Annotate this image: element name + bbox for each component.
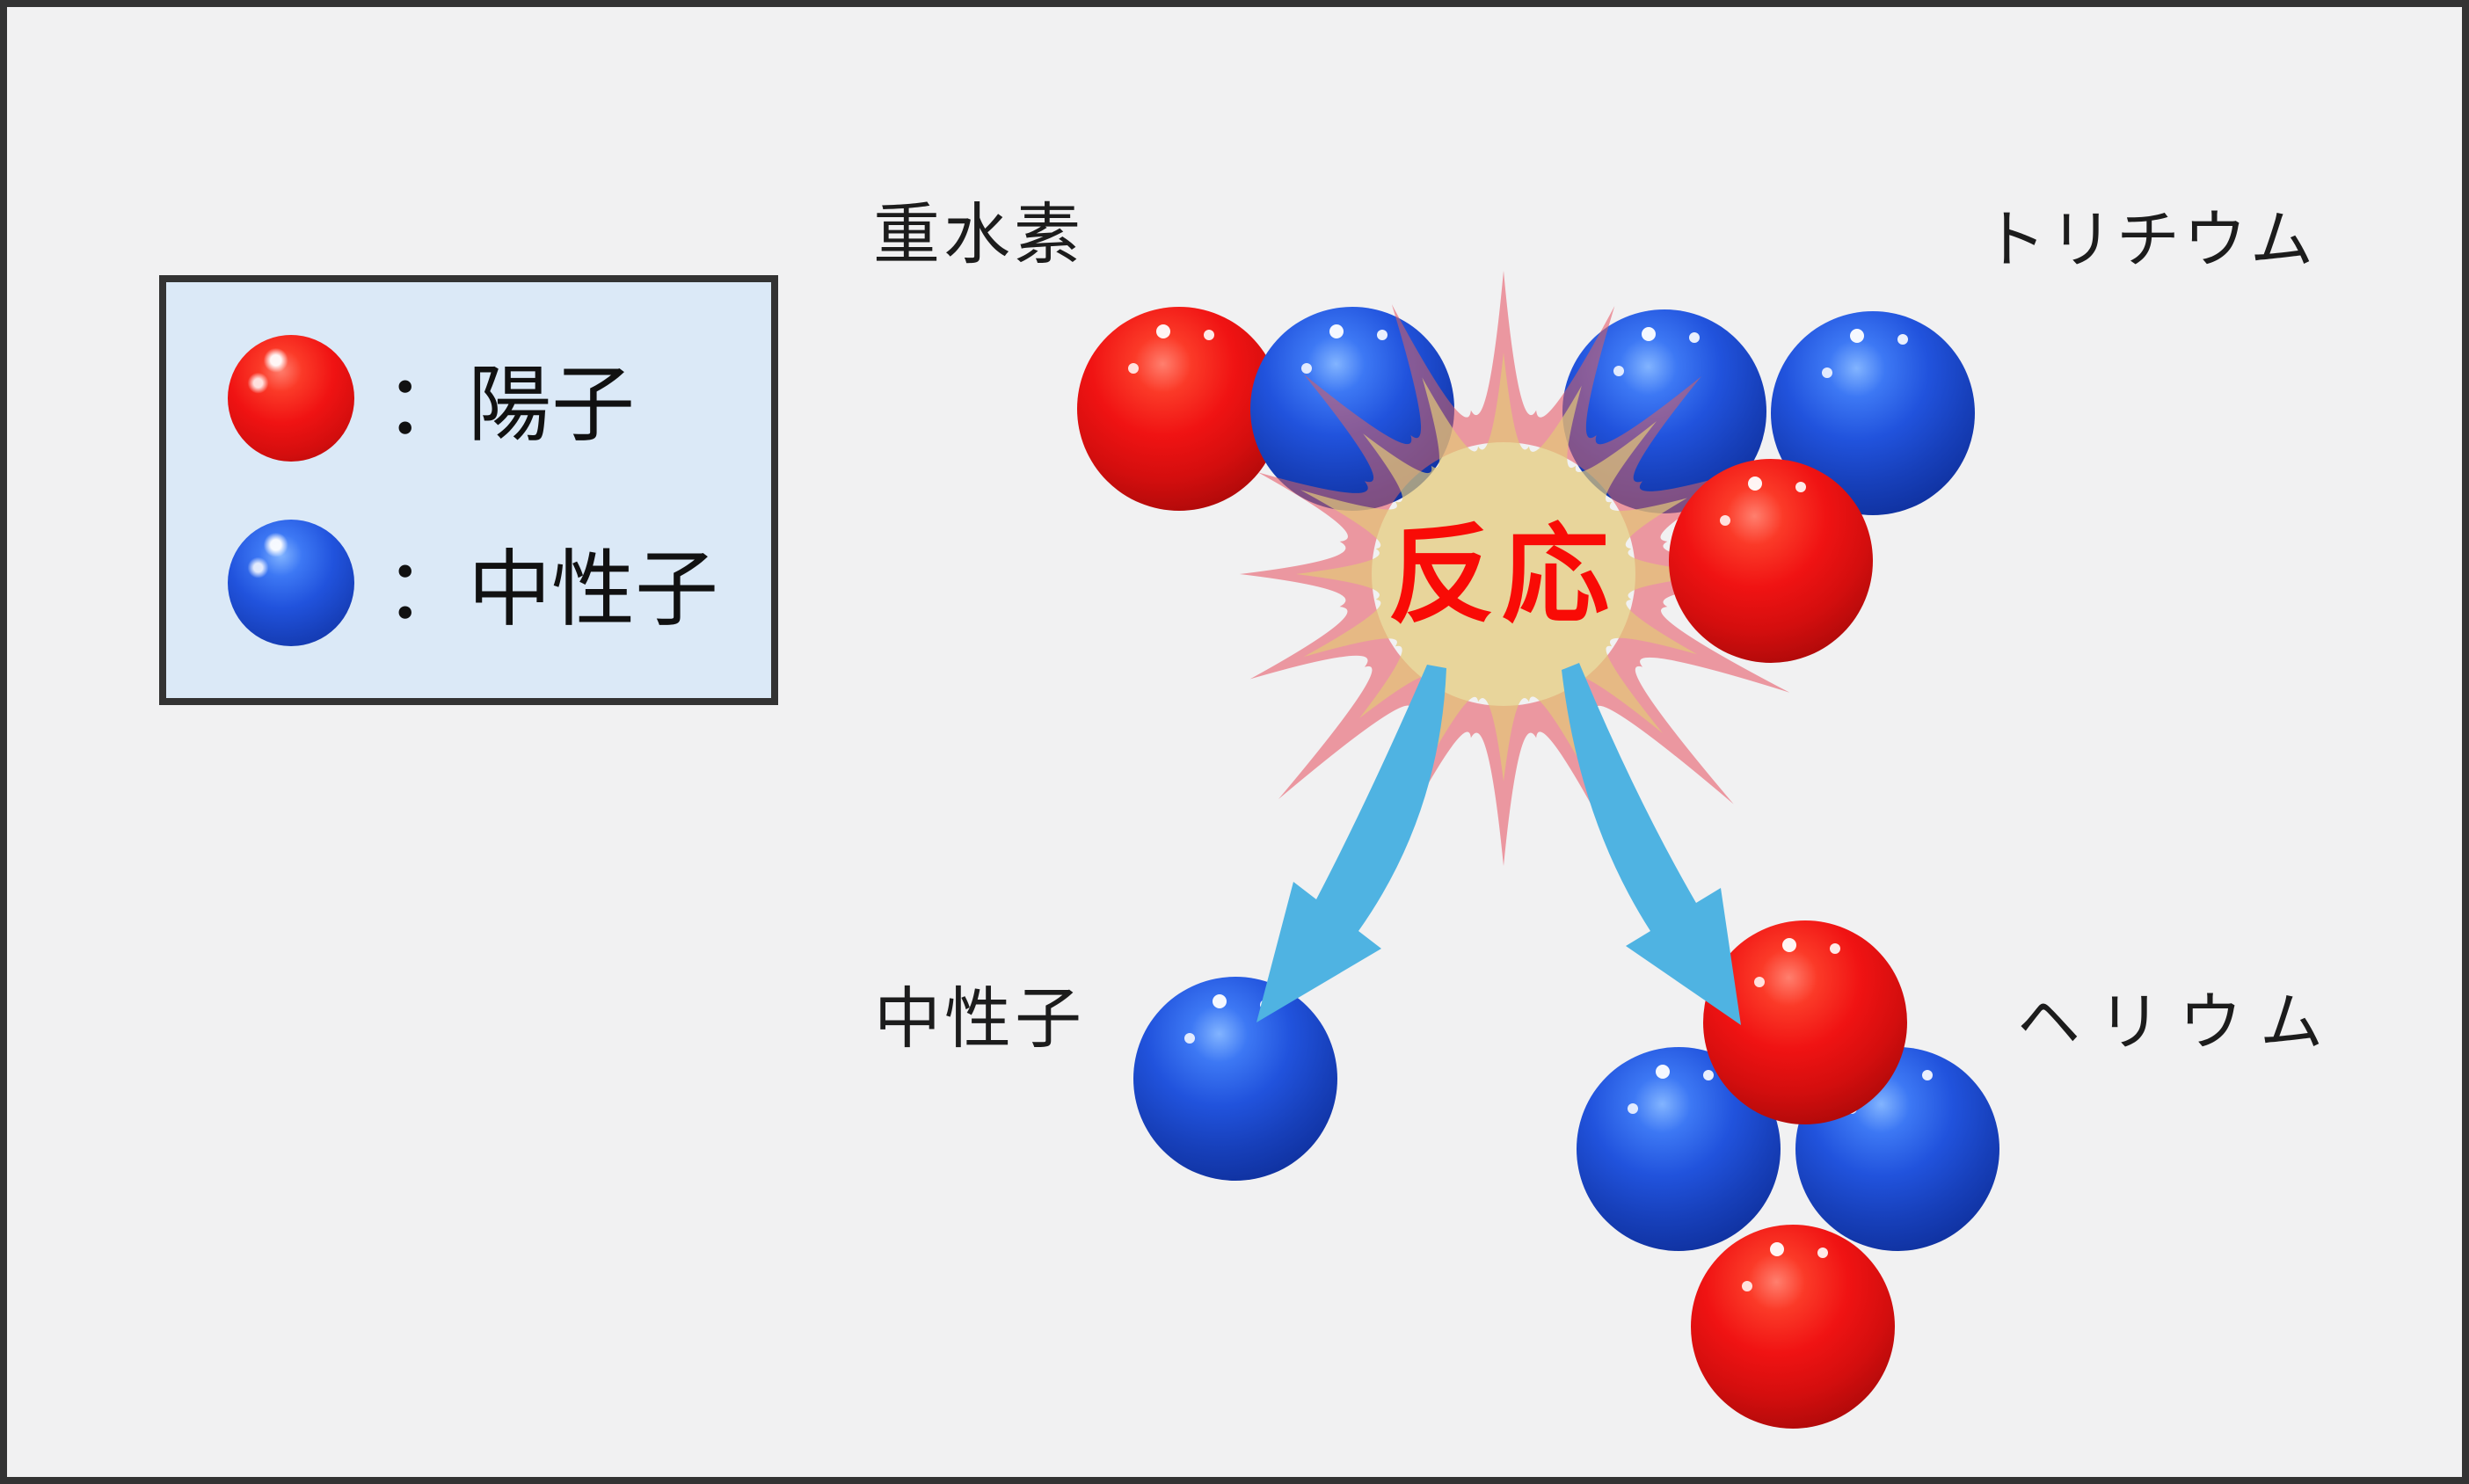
legend-proton-label: ：陽子 — [384, 359, 636, 452]
tritium-label: トリチウム — [1982, 205, 2318, 276]
reaction-label: 反応 — [1387, 515, 1616, 636]
reaction-scene — [1077, 271, 1999, 1429]
neutron-sphere-swatch — [228, 519, 354, 646]
legend-neutron-label: ：中性子 — [384, 543, 719, 637]
deuterium-label: 重水素 — [873, 198, 1084, 273]
legend-row-neutron: ：中性子 — [228, 519, 771, 646]
product-neutron-sphere — [1133, 977, 1337, 1181]
arrow-to-helium — [1562, 663, 1741, 1025]
neutron-label: 中性子 — [874, 982, 1085, 1057]
helium-label: ヘリウム — [2016, 987, 2342, 1058]
legend-row-proton: ：陽子 — [228, 334, 771, 462]
arrow-to-neutron — [1256, 665, 1446, 1022]
proton-sphere-swatch — [228, 334, 354, 462]
helium-proton-sphere-top — [1703, 920, 1907, 1124]
tritium-proton-sphere — [1669, 459, 1873, 663]
burst-yellow-shade — [1296, 353, 1725, 782]
legend-box: ：陽子 ：中性子 — [159, 275, 778, 705]
helium-proton-sphere-bottom — [1691, 1225, 1895, 1429]
